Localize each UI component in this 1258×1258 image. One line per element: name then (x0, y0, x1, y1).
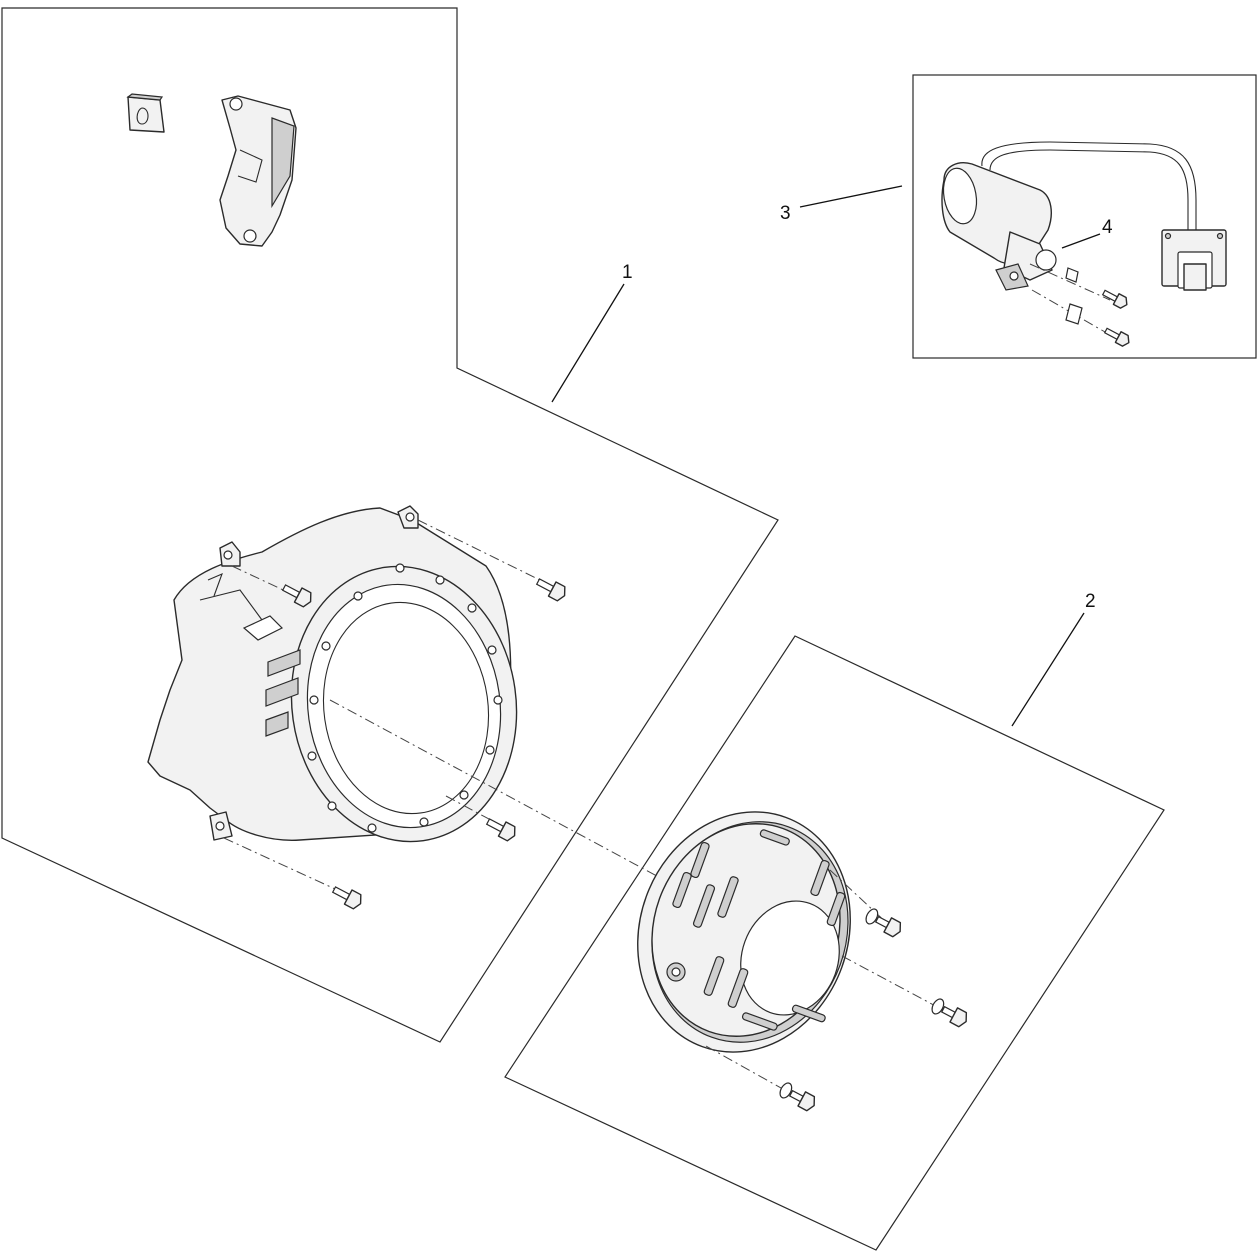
recoil-starter-part (637, 811, 851, 1053)
housing-dash-line-1 (417, 519, 549, 585)
motor-bolt-1 (1101, 289, 1128, 309)
motor-spacer-1 (1065, 267, 1079, 283)
callout-4-label: 4 (1102, 217, 1113, 238)
starter-screw-2 (931, 998, 968, 1028)
housing-screw-4 (331, 886, 362, 910)
housing-screw-3 (485, 818, 516, 842)
housing-to-starter-axis (329, 699, 669, 883)
starter-motor-inset-frame (912, 74, 1257, 359)
baffle-bracket-part (219, 95, 297, 247)
callout-2-leader (1011, 612, 1085, 727)
starter-dash-line-1 (829, 869, 891, 927)
retainer-clip-part (126, 93, 165, 133)
housing-dash-line-3 (223, 837, 347, 895)
starter-screw-1 (865, 908, 902, 938)
starter-screw-3 (779, 1082, 816, 1112)
callout-2-label: 2 (1085, 591, 1096, 612)
callout-4-leader (1061, 233, 1101, 249)
blower-housing-group-frame (1, 7, 779, 1043)
recoil-starter-slots (672, 829, 846, 1031)
housing-ring-holes (307, 563, 503, 833)
callout-1-leader (551, 283, 625, 403)
housing-screw-2 (535, 578, 566, 602)
motor-spacer-2 (1065, 303, 1083, 325)
callout-3-leader (799, 185, 903, 208)
housing-dash-line-2 (231, 565, 297, 597)
blower-housing-part (147, 505, 518, 843)
recoil-starter-group-frame (504, 635, 1165, 1251)
motor-bolt-2 (1103, 327, 1130, 347)
motor-dash-line-1 (1029, 263, 1111, 301)
housing-screw-1 (281, 584, 312, 608)
callout-1-label: 1 (622, 262, 633, 283)
starter-motor-part (941, 141, 1227, 291)
callout-3-label: 3 (780, 203, 791, 224)
